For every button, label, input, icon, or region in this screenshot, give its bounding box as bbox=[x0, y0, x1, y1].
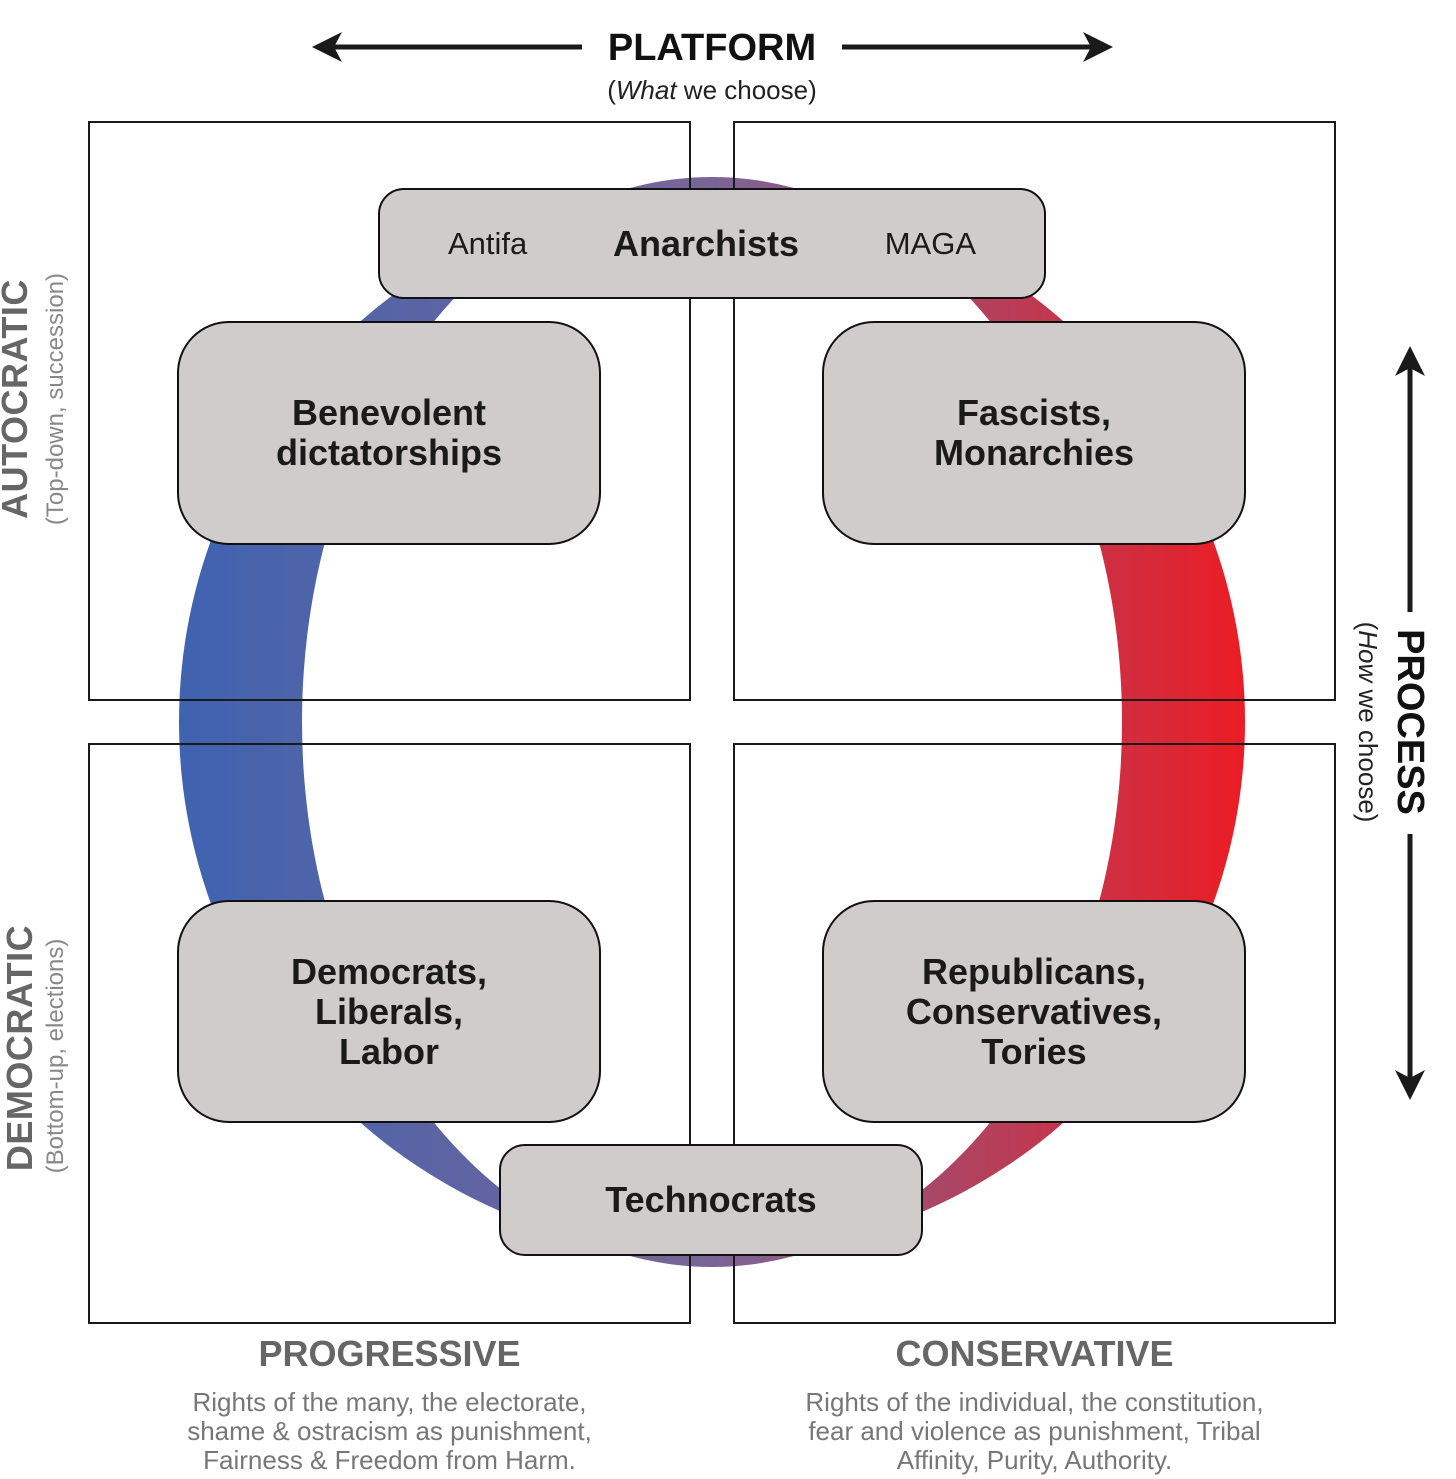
process-axis-title: PROCESS bbox=[1389, 629, 1431, 815]
column-description-progressive: Rights of the many, the electorate, sham… bbox=[187, 1387, 592, 1475]
platform-axis-title: PLATFORM bbox=[607, 27, 817, 69]
row-sublabel-autocratic: (Top-down, succession) bbox=[42, 272, 69, 526]
node-democrats-liberals-labor: Democrats, Liberals, Labor bbox=[177, 900, 601, 1123]
node-anarchists-group: Antifa Anarchists MAGA bbox=[378, 188, 1046, 299]
quadrant-democratic-progressive bbox=[88, 743, 691, 1324]
node-fascists-monarchies: Fascists, Monarchies bbox=[822, 321, 1246, 545]
column-description-conservative: Rights of the individual, the constituti… bbox=[805, 1387, 1264, 1475]
platform-arrow-icon bbox=[312, 32, 1113, 62]
node-anarchists: Anarchists bbox=[612, 222, 800, 264]
process-axis-subtitle: (How we choose) bbox=[1353, 621, 1383, 823]
quadrant-autocratic-conservative bbox=[733, 121, 1336, 701]
node-technocrats: Technocrats bbox=[499, 1144, 923, 1256]
node-republicans-conservatives-tories: Republicans, Conservatives, Tories bbox=[822, 900, 1246, 1123]
node-maga: MAGA bbox=[884, 225, 976, 261]
row-label-democratic: DEMOCRATIC bbox=[0, 924, 40, 1172]
column-label-conservative: CONSERVATIVE bbox=[895, 1333, 1174, 1374]
quadrant-democratic-conservative bbox=[733, 743, 1336, 1324]
row-label-autocratic: AUTOCRATIC bbox=[0, 279, 35, 519]
node-benevolent-dictatorships: Benevolent dictatorships bbox=[177, 321, 601, 545]
quadrant-autocratic-progressive bbox=[88, 121, 691, 701]
node-antifa: Antifa bbox=[448, 225, 528, 261]
process-arrow-icon bbox=[1395, 346, 1425, 1100]
column-label-progressive: PROGRESSIVE bbox=[258, 1333, 521, 1374]
row-sublabel-democratic: (Bottom-up, elections) bbox=[42, 938, 69, 1174]
platform-axis-subtitle: (What we choose) bbox=[607, 75, 817, 105]
